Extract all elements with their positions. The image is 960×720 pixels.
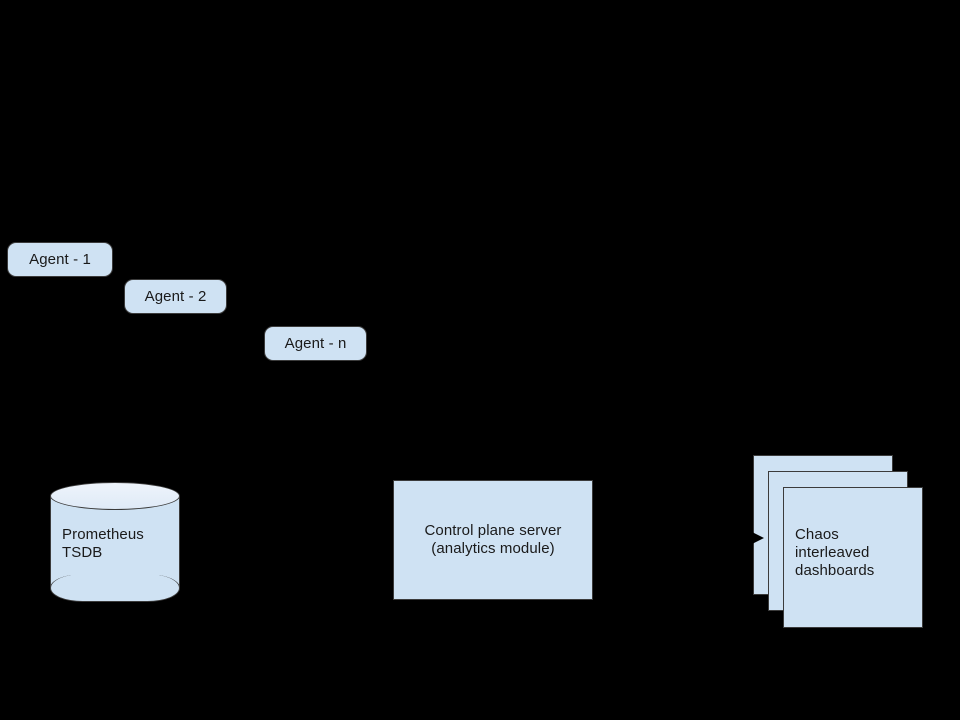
node-prometheus-tsdb[interactable]: Prometheus TSDB <box>50 482 180 602</box>
node-agent-2-label: Agent - 2 <box>144 287 207 305</box>
node-prometheus-tsdb-label: Prometheus TSDB <box>62 526 144 561</box>
cylinder-body-shape <box>50 496 180 588</box>
arrow-to-dashboards-head <box>752 532 764 544</box>
dashboard-card-front[interactable] <box>783 487 923 628</box>
cylinder-bottom-shape <box>50 575 180 602</box>
node-agent-1[interactable]: Agent - 1 <box>7 242 113 277</box>
node-control-plane-server[interactable]: Control plane server (analytics module) <box>393 480 593 600</box>
node-agent-n[interactable]: Agent - n <box>264 326 367 361</box>
node-control-plane-server-label: Control plane server (analytics module) <box>424 522 562 557</box>
node-agent-1-label: Agent - 1 <box>29 250 91 268</box>
node-agent-n-label: Agent - n <box>284 334 347 352</box>
node-agent-2[interactable]: Agent - 2 <box>124 279 227 314</box>
cylinder-top-shape <box>50 482 180 510</box>
